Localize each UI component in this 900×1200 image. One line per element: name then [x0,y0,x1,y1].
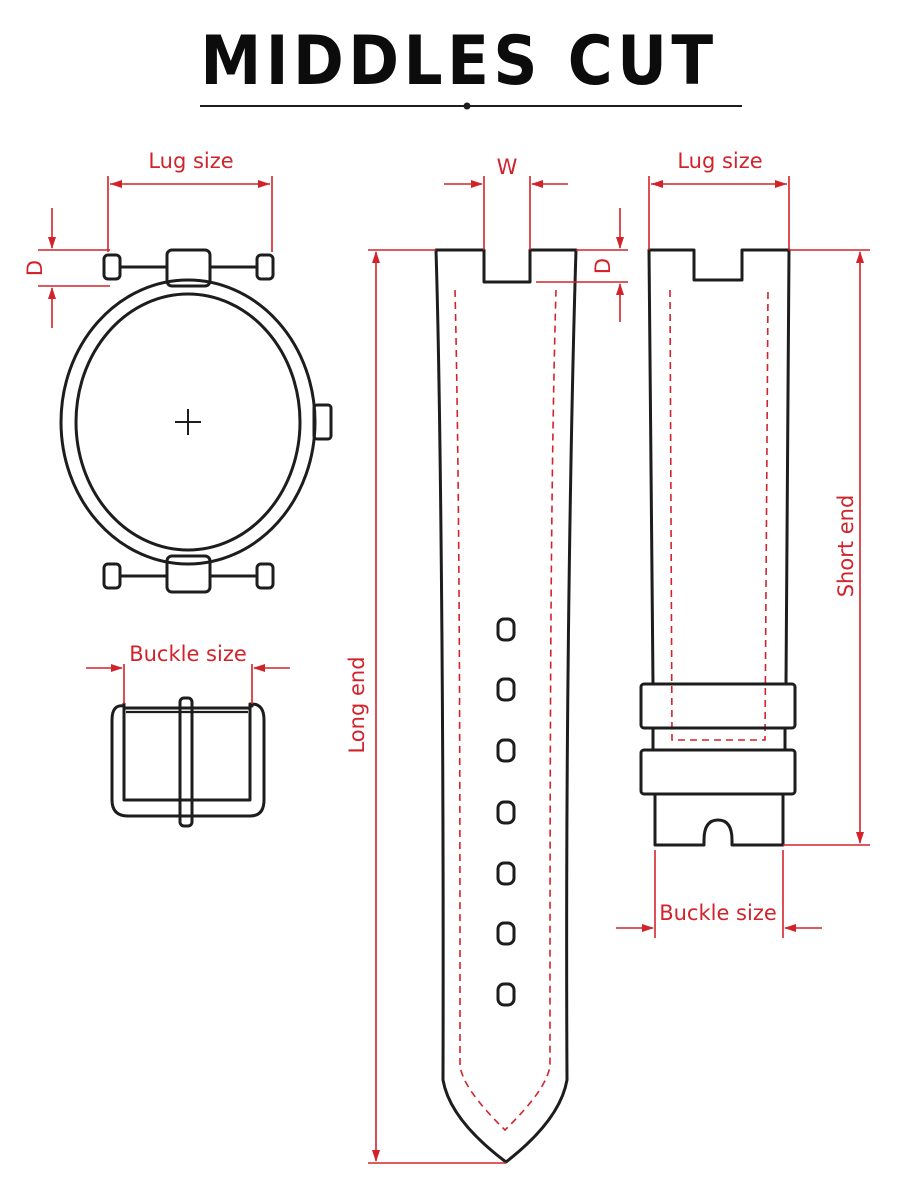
short-lug-size-label: Lug size [677,149,762,173]
watch-lug-size-label: Lug size [148,149,233,173]
short-lug-size-dimension [648,176,790,250]
title-divider [200,102,742,110]
strap-hole [496,982,516,1007]
short-end-strap [639,248,797,847]
left-buckle-size-label: Buckle size [129,642,247,666]
strap-keeper [639,682,797,730]
strap-hole [496,921,516,946]
buckle-tongue [178,696,194,828]
strap-hole [496,738,516,763]
watch-crown [312,403,333,441]
watch-d-label: D [23,260,47,276]
watch-d-dimension [38,208,110,328]
right-buckle-size-dimension [616,850,822,938]
strap-keeper [639,748,797,796]
long-d-label: D [591,258,615,274]
left-buckle-size-dimension [86,664,290,704]
watch-lug-size-dimension [107,176,273,252]
short-end-label: Short end [834,495,858,598]
short-end-dimension [783,249,870,846]
w-label: W [497,155,518,179]
page-title: MIDDLES CUT [200,22,718,101]
bottom-lug-bar [102,554,275,594]
strap-hole [496,677,516,702]
strap-hole [496,617,516,642]
w-dimension [444,176,568,250]
buckle-drawing [110,696,266,828]
long-d-dimension [536,208,628,322]
long-end-dimension [368,249,506,1164]
center-cross-icon [175,409,201,435]
strap-holes [496,617,516,1007]
watch-case-drawing [59,248,333,594]
strap-hole [496,800,516,825]
long-end-label: Long end [345,656,369,753]
strap-hole [496,861,516,886]
top-lug-bar [102,248,275,288]
watch-dial [74,292,302,552]
right-buckle-size-label: Buckle size [659,901,777,925]
long-end-strap [434,248,578,1164]
